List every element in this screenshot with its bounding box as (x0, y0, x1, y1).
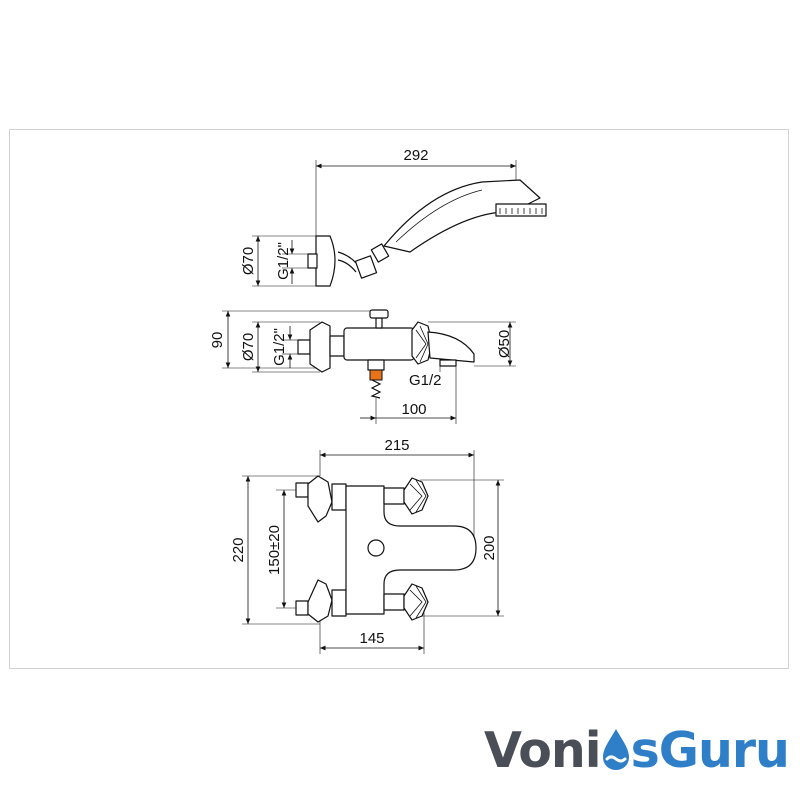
drawing-frame (9, 129, 789, 669)
dim-width: 215 (384, 437, 409, 454)
outlet-seal (369, 369, 383, 381)
shower-spray-face (495, 203, 547, 217)
hose-coupling (354, 255, 378, 279)
upper-crystal-handle (403, 477, 429, 515)
brand-logo-part1: Voni (484, 722, 602, 779)
mixer-body-top (345, 485, 477, 615)
water-drop-icon (602, 729, 629, 770)
lower-crystal-handle (403, 583, 429, 621)
brand-logo: Voni sGuru (484, 722, 790, 782)
dim-shower-flange-diameter: Ø70 (240, 247, 257, 275)
dim-outlet-thread: G1/2 (409, 372, 442, 389)
shower-wall-flange (315, 235, 336, 287)
diverter-hole (367, 539, 385, 557)
dim-depth: 220 (230, 537, 247, 562)
side-flange (309, 321, 331, 373)
top-view: 215 220 150±20 200 145 (230, 437, 504, 654)
side-view: 90 Ø70 G1/2" Ø50 (209, 309, 516, 424)
dim-body-offset: 145 (359, 630, 384, 647)
lower-inlet-flange (307, 579, 333, 623)
shower-handle (383, 179, 541, 253)
dim-body-flange-diameter: Ø70 (240, 333, 257, 361)
diverter-knob (369, 309, 389, 319)
shower-flange-nipple (307, 253, 318, 269)
spout (427, 331, 475, 363)
upper-inlet-flange (307, 475, 333, 523)
dim-outlet-distance: 100 (401, 401, 426, 418)
mixer-body-side (343, 327, 415, 361)
dim-overall-length: 292 (403, 147, 428, 164)
dim-shower-thread: G1/2" (275, 242, 292, 280)
dim-height: 90 (209, 332, 226, 349)
dim-body-thread: G1/2" (271, 328, 288, 366)
dim-spout-diameter: Ø50 (496, 330, 513, 358)
inlet-nipple (297, 339, 311, 355)
hand-shower-view: 292 Ø70 G1/2" (240, 147, 547, 287)
dim-handle-span: 200 (481, 535, 498, 560)
brand-logo-part2: sGuru (630, 722, 790, 779)
dim-centers: 150±20 (266, 525, 283, 575)
